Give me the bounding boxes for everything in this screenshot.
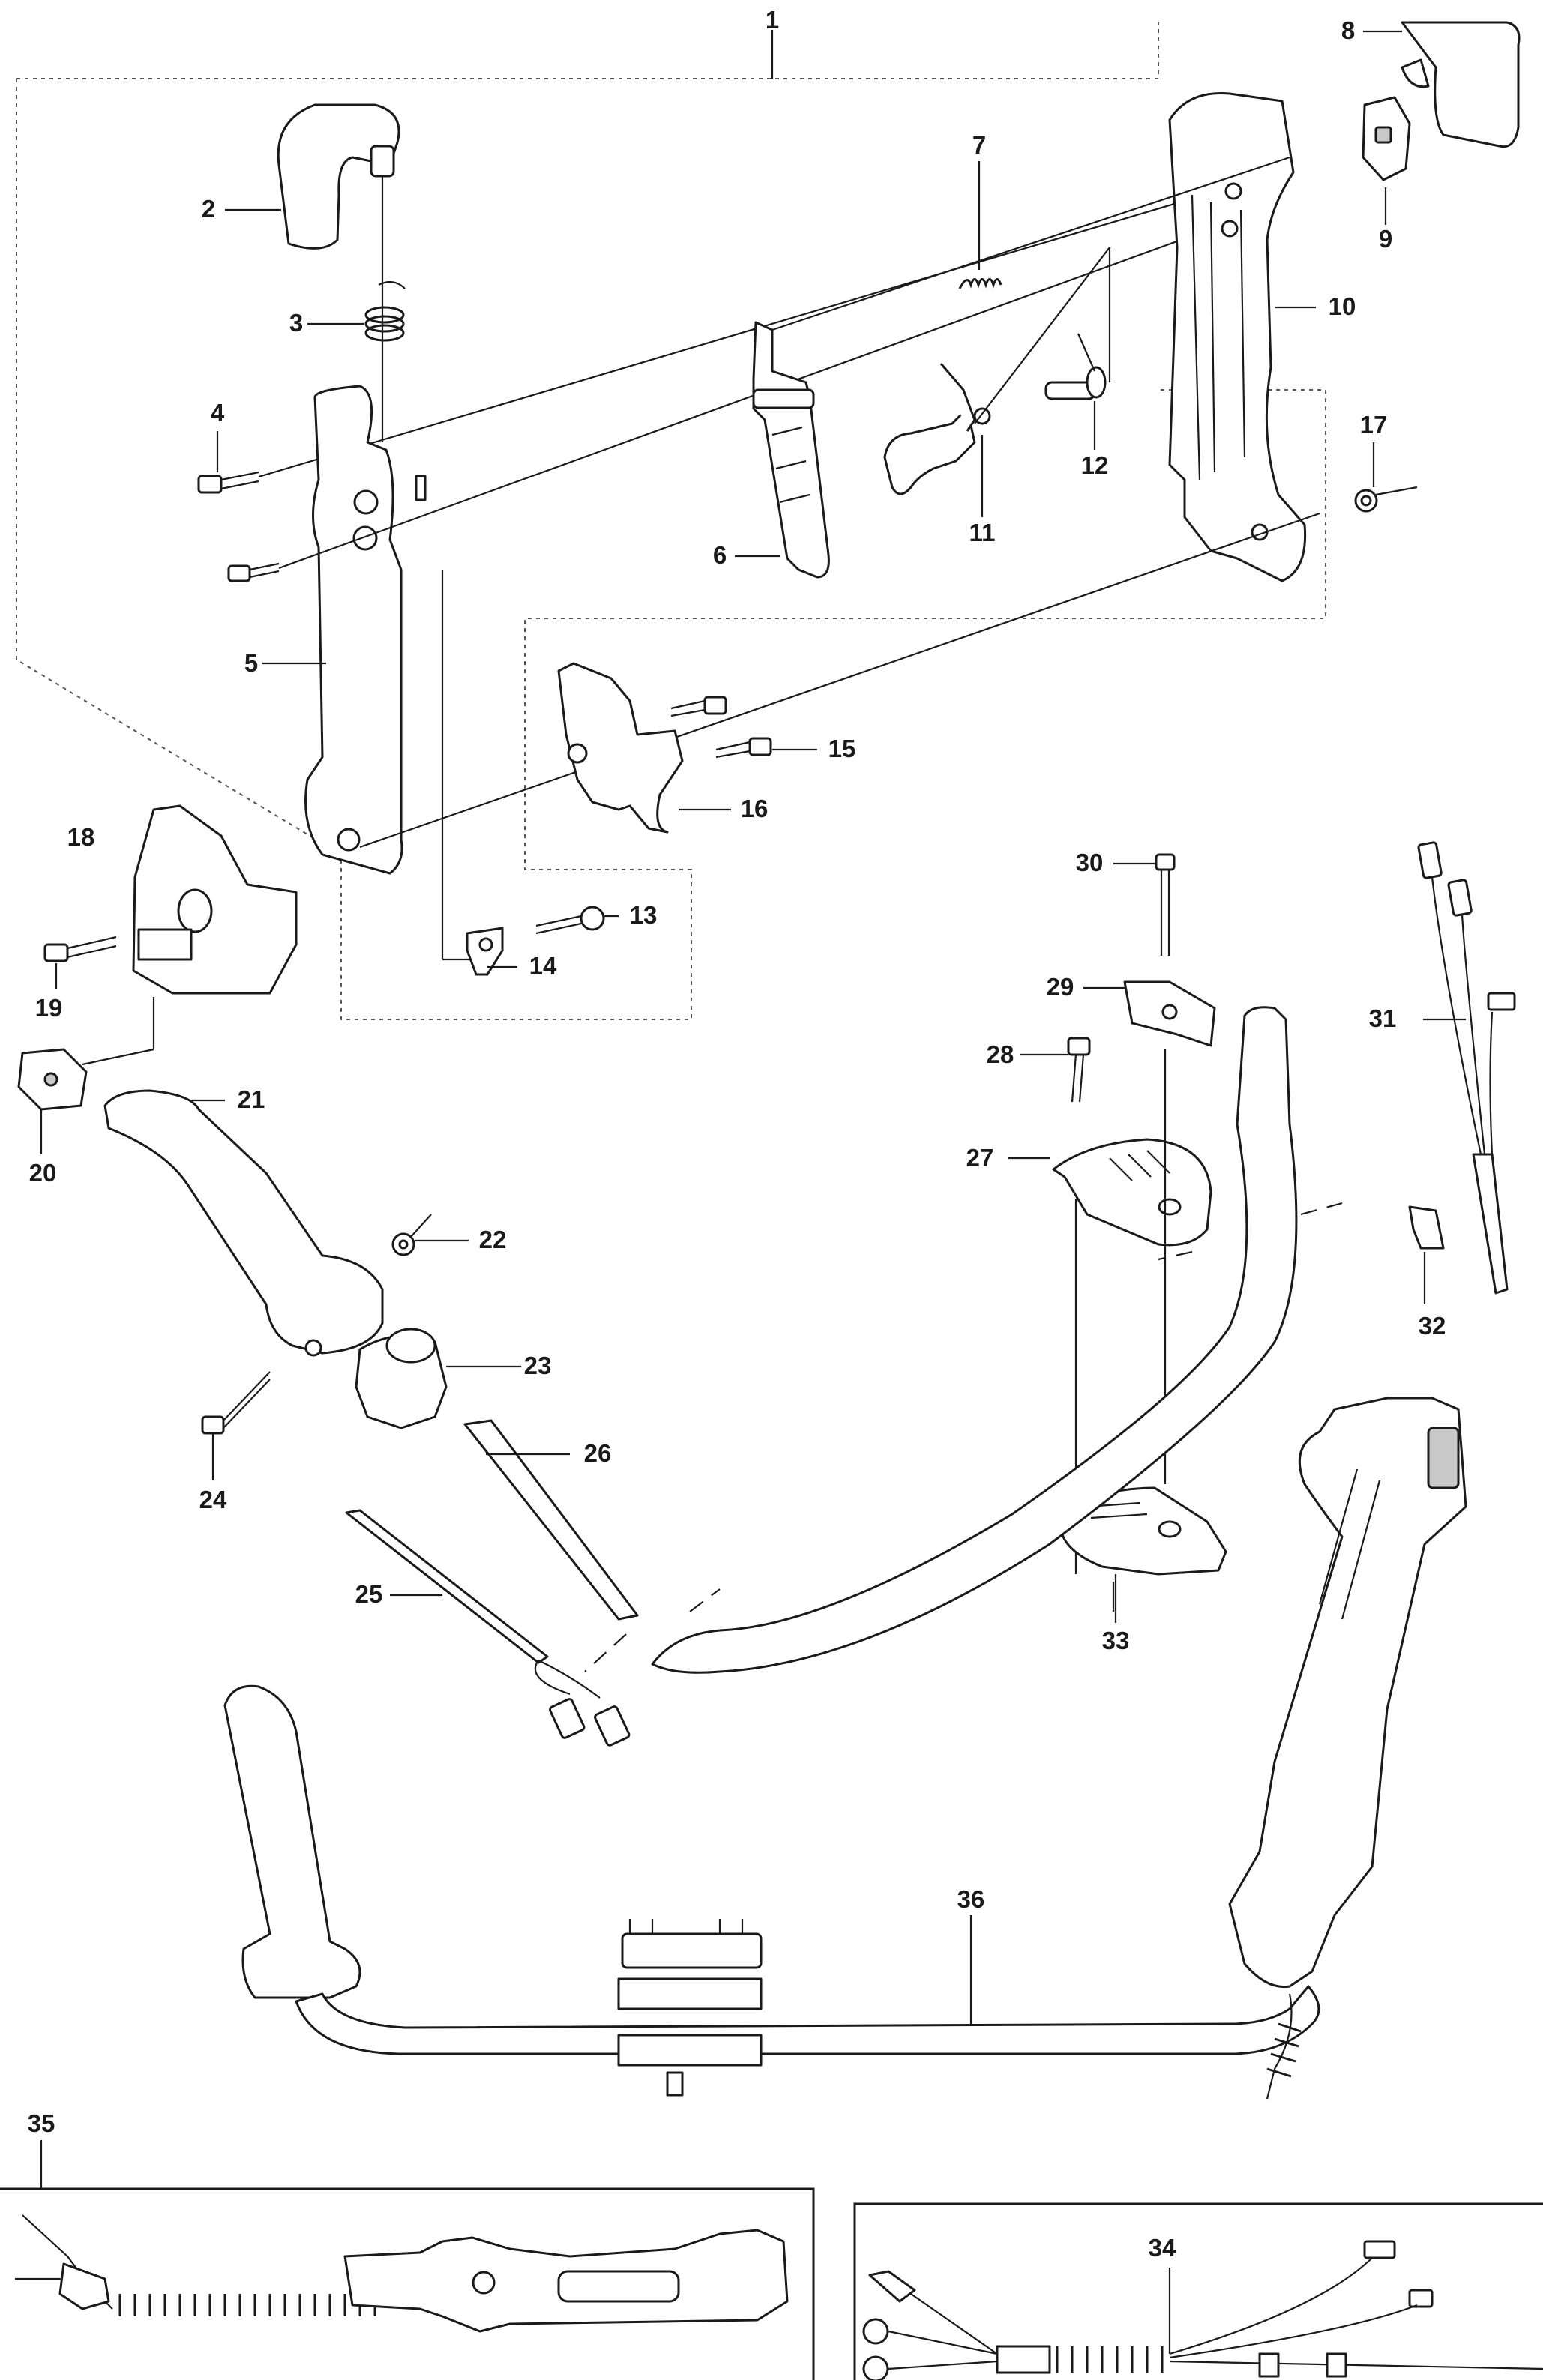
callout-34: 34 (1149, 2234, 1176, 2262)
callout-4: 4 (211, 399, 225, 427)
callout-11: 11 (969, 519, 996, 546)
part-20-switch (17, 1048, 88, 1111)
callout-10: 10 (1329, 292, 1356, 320)
callout-21: 21 (238, 1085, 265, 1113)
callout-27: 27 (966, 1144, 994, 1172)
callout-25: 25 (355, 1580, 383, 1608)
callout-24: 24 (199, 1486, 227, 1513)
callout-12: 12 (1081, 451, 1109, 479)
part-22-nut (391, 1214, 432, 1256)
callout-32: 32 (1419, 1312, 1446, 1340)
part-5-handle-half (304, 385, 427, 875)
callout-35: 35 (28, 2109, 55, 2137)
callout-19: 19 (35, 994, 63, 1022)
part-14-clip (466, 927, 504, 976)
callout-8: 8 (1341, 16, 1355, 44)
part-13-screw (535, 906, 605, 935)
part-29-nut-plate (1123, 980, 1216, 1047)
part-18-housing-block (82, 804, 298, 1066)
screw-unlabeled (227, 223, 1223, 582)
part-3-spring (364, 280, 406, 342)
part-19-screw (43, 936, 117, 962)
callout-14: 14 (529, 952, 557, 980)
part-25-wire-pair (345, 1509, 631, 1747)
callout-22: 22 (479, 1226, 507, 1253)
part-31-wire-harness (1417, 841, 1516, 1295)
callout-17: 17 (1360, 411, 1388, 439)
part-15-screws (670, 696, 772, 759)
callout-36: 36 (957, 1885, 985, 1913)
callout-16: 16 (741, 795, 769, 822)
callout-31: 31 (1369, 1004, 1397, 1032)
assembly-1-boundary (16, 22, 1326, 1020)
callout-13: 13 (630, 901, 658, 929)
callout-28: 28 (987, 1040, 1014, 1068)
part-23-clamp (355, 1328, 448, 1429)
part-36-handlebar-assembly (223, 1397, 1467, 2100)
callout-1: 1 (766, 6, 779, 34)
callout-33: 33 (1102, 1627, 1130, 1654)
callout-30: 30 (1076, 849, 1104, 876)
callout-3: 3 (289, 309, 303, 337)
part-35-frame (0, 2140, 815, 2380)
handlebar-tube (584, 1006, 1343, 1674)
callout-26: 26 (584, 1439, 612, 1467)
callout-9: 9 (1379, 225, 1392, 253)
callout-20: 20 (29, 1159, 57, 1187)
callout-6: 6 (713, 541, 727, 569)
part-2-handle-cap (277, 103, 400, 442)
callout-29: 29 (1047, 973, 1074, 1001)
part-6-throttle-trigger (752, 321, 830, 579)
callout-2: 2 (202, 195, 215, 223)
part-8-throttle-knob (1401, 21, 1521, 148)
part-21-grip (103, 1089, 384, 1357)
part-9-stop-switch (1362, 96, 1411, 181)
part-34-frame (853, 2202, 1543, 2380)
callout-23: 23 (524, 1352, 552, 1379)
callout-5: 5 (244, 649, 258, 677)
part-35-handle-assembly (15, 2214, 789, 2333)
part-16-bracket (557, 662, 684, 834)
callout-7: 7 (972, 131, 986, 159)
part-11-lockout-lever (883, 363, 991, 495)
callout-18: 18 (67, 823, 95, 851)
part-7-spring (958, 278, 1002, 289)
part-33-clamp-base (1059, 1486, 1227, 1612)
part-24-screw (201, 1371, 271, 1435)
part-26-strip (463, 1419, 639, 1621)
leader-lines (40, 30, 1466, 2354)
part-12-pin (1044, 333, 1107, 400)
part-4-screw (197, 186, 1230, 494)
callout-15: 15 (828, 735, 856, 762)
part-17-nut (1354, 486, 1418, 513)
part-32-clip (1408, 1205, 1445, 1304)
callout-labels: 1 2 3 4 5 6 7 8 9 10 11 12 13 14 15 16 1… (28, 6, 1446, 2262)
part-34-wire-harness (862, 2240, 1543, 2380)
part-10-handle-half (1168, 91, 1307, 582)
part-27-clamp-half (1052, 1138, 1212, 1247)
